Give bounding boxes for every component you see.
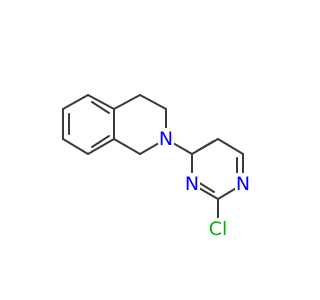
bond bbox=[87, 138, 115, 155]
atom-n: N bbox=[159, 128, 173, 150]
benzene-ring bbox=[62, 94, 115, 155]
molecule-structure-diagram: N N N Cl bbox=[62, 94, 251, 240]
atom-label-n-pyr-2: N bbox=[235, 173, 251, 195]
double-bond-inner bbox=[91, 135, 110, 148]
bond bbox=[113, 138, 141, 155]
double-bond-inner bbox=[196, 140, 215, 152]
bond bbox=[87, 94, 115, 110]
tetrahydro-ring bbox=[113, 94, 167, 155]
atom-label-n-pyr-1: N bbox=[184, 173, 200, 195]
bond bbox=[217, 138, 244, 155]
atom-cl: Cl bbox=[209, 218, 228, 240]
bond bbox=[139, 94, 167, 110]
bond bbox=[62, 138, 89, 155]
atom-label-n-ring: N bbox=[158, 128, 174, 150]
double-bond-inner bbox=[197, 181, 215, 193]
atom-n: N bbox=[236, 173, 250, 195]
atom-label-cl: Cl bbox=[205, 218, 231, 240]
atom-n: N bbox=[185, 173, 199, 195]
double-bond-inner bbox=[91, 101, 110, 114]
bond bbox=[62, 94, 89, 110]
bond bbox=[113, 94, 141, 110]
